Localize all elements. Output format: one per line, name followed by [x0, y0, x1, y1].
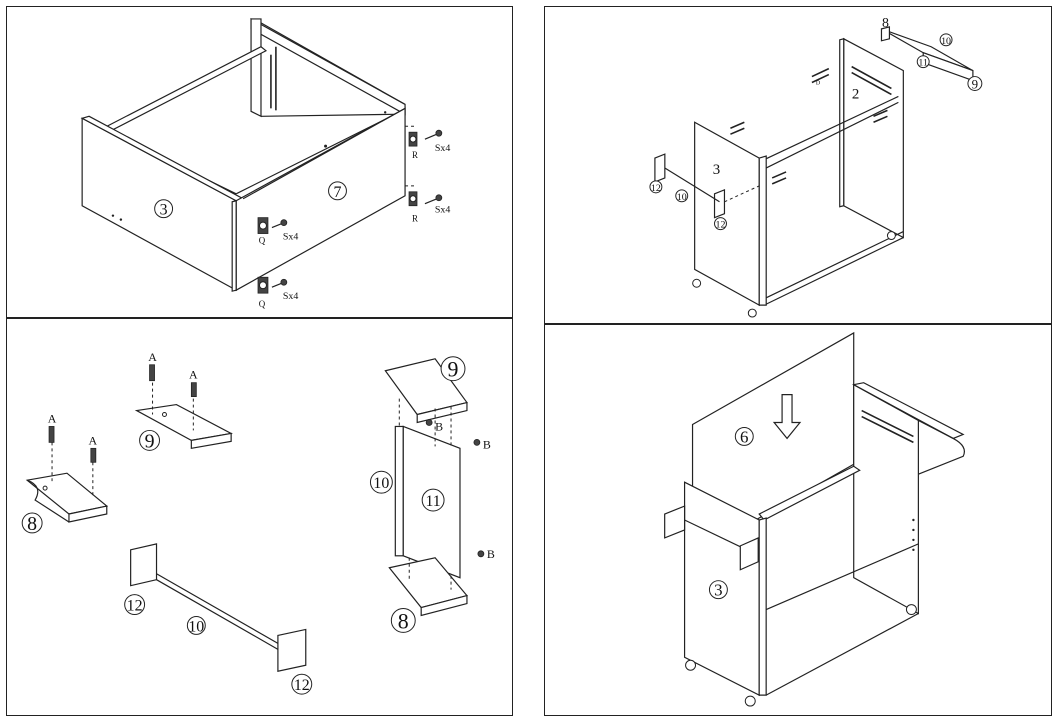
step-panel-parts-prep: A A 8 A A 9 12 10 12: [6, 318, 513, 716]
shelf-9: [134, 364, 233, 450]
shelf-label-9: 9: [145, 430, 155, 452]
handle-end-label-1: 12: [651, 183, 661, 194]
screw-qty-2: Sx4: [435, 205, 450, 216]
handle-end-label-b: 12: [294, 677, 310, 694]
dowel-icon: [730, 67, 888, 185]
pin-label-3: A: [148, 350, 157, 364]
caster-wheel-icon: [685, 604, 917, 707]
part-label-side: 7: [334, 184, 342, 201]
drawer-label-right: 11: [425, 493, 440, 510]
drawer-label-left: 10: [373, 475, 389, 492]
handle-parts: [130, 543, 307, 672]
shelf-label-8: 8: [27, 513, 37, 535]
cam-label-1: B: [435, 419, 443, 433]
back-install-drawing: 6 3: [664, 331, 965, 707]
screw-qty-4: Sx4: [283, 291, 298, 302]
handle-end-label-a: 12: [127, 598, 143, 615]
cam-label-2: B: [483, 437, 491, 451]
bracket-r-bottom: [405, 185, 418, 207]
part-label-top-b: 10: [941, 36, 951, 47]
bracket-label-r-bottom: R: [412, 214, 418, 224]
part-label-back: 6: [740, 427, 748, 446]
cabinet-box-drawing: 3 7 R R Q Q Sx4 Sx4 Sx4 Sx4: [80, 17, 450, 309]
pin-label-2: A: [89, 433, 98, 447]
bracket-q-top: [257, 217, 269, 234]
screw-icon: [271, 129, 443, 288]
handle-bar-label-a: 10: [188, 618, 204, 635]
drawer-label-top: 9: [448, 358, 459, 382]
parts-prep-drawing: A A 8 A A 9 12 10 12: [21, 350, 495, 695]
part-label-front: 3: [160, 202, 168, 219]
screw-qty-3: Sx4: [283, 232, 298, 243]
caster-wheel-icon: [692, 231, 896, 318]
pin-label-4: A: [189, 368, 198, 382]
cam-label-3: B: [487, 547, 495, 561]
bracket-label-r-top: R: [412, 150, 418, 160]
frame-assembly-drawing: D 3 2 8 10 11 9 12 10 12: [649, 16, 983, 318]
part-label-mid: 2: [852, 86, 859, 102]
handle-bar-label: 10: [677, 192, 687, 203]
arrow-down-icon: [772, 394, 802, 440]
part-label-side: 3: [714, 581, 722, 600]
handle-end-label-2: 12: [716, 220, 726, 231]
step-panel-back-install: 6 3: [544, 324, 1052, 716]
bracket-q-bottom: [257, 276, 269, 294]
step-panel-cabinet-box: 3 7 R R Q Q Sx4 Sx4 Sx4 Sx4: [6, 6, 513, 318]
bracket-r-top: [405, 125, 418, 147]
step-panel-frame-assembly: D 3 2 8 10 11 9 12 10 12: [544, 6, 1052, 324]
part-label-top-c: 11: [918, 58, 928, 69]
part-label-top-a: 8: [882, 16, 889, 31]
drawer-parts: [384, 358, 485, 617]
bracket-label-q-bottom: Q: [259, 299, 266, 309]
dowel-label: D: [816, 81, 821, 87]
handle-assembly: [654, 153, 760, 219]
bracket-label-q-top: Q: [259, 235, 266, 245]
shelf-8: [25, 426, 109, 523]
drawer-label-bottom: 8: [398, 609, 409, 633]
part-label-top-d: 9: [972, 76, 978, 91]
pin-label-1: A: [48, 411, 57, 425]
part-label-left: 3: [713, 162, 720, 178]
screw-qty-1: Sx4: [435, 143, 450, 154]
handle-installed: [664, 505, 760, 571]
